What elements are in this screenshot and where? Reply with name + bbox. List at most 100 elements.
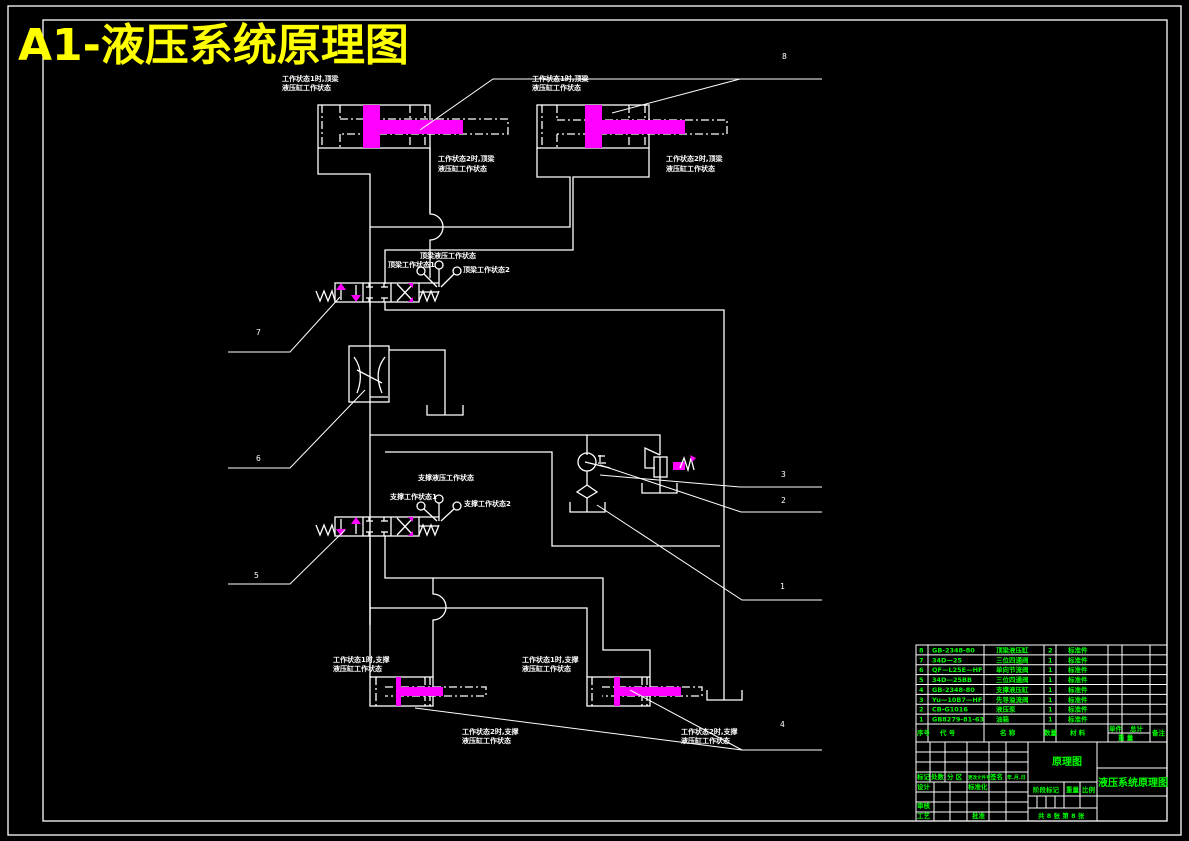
parts-no: 6 xyxy=(919,666,924,674)
annotation: 支撑液压工作状态 xyxy=(417,473,474,482)
callout-8: 8 xyxy=(782,52,787,61)
rev-header: 更改文件号 xyxy=(968,774,991,781)
parts-material: 标准件 xyxy=(1067,655,1088,664)
annotation: 工作状态1时,顶梁 xyxy=(532,74,590,83)
annotation: 液压缸工作状态 xyxy=(282,83,331,92)
header-qty: 数量 xyxy=(1044,728,1058,737)
pipe-return xyxy=(384,302,725,700)
parts-qty: 1 xyxy=(1048,686,1053,694)
annotation: 顶梁液压工作状态 xyxy=(420,251,476,260)
pipe xyxy=(317,148,371,307)
stage-header: 重量 xyxy=(1066,785,1080,794)
callout-1: 1 xyxy=(780,582,785,591)
parts-name: 先导溢流阀 xyxy=(996,695,1029,704)
parts-name: 单向节流阀 xyxy=(996,665,1029,674)
parts-qty: 1 xyxy=(1048,706,1053,714)
annotation: 顶梁工作状态2 xyxy=(463,265,510,274)
parts-code: QF—L25E—HF xyxy=(932,666,982,674)
directional-valve-lower xyxy=(315,494,462,537)
header-no: 序号 xyxy=(916,728,931,737)
annotation: 液压缸工作状态 xyxy=(333,664,382,673)
leader-1 xyxy=(596,504,822,601)
parts-no: 7 xyxy=(919,656,924,664)
rev-header: 分 区 xyxy=(947,772,963,781)
parts-row: 4 GB-2348-80 支撑液压缸 1 标准件 xyxy=(919,685,1088,694)
cylinder-bottom-right xyxy=(586,676,703,707)
callout-3: 3 xyxy=(781,470,786,479)
role-approve: 批准 xyxy=(972,811,986,820)
rev-header: 标记 xyxy=(916,772,931,781)
leader-8 xyxy=(419,78,822,131)
relief-valve xyxy=(641,446,696,494)
leader-3 xyxy=(599,474,822,488)
parts-name: 液压泵 xyxy=(996,705,1016,714)
stage-header: 比例 xyxy=(1082,785,1096,794)
parts-material: 标准件 xyxy=(1067,685,1088,694)
rev-header: 处数 xyxy=(930,772,945,781)
parts-name: 支撑液压缸 xyxy=(995,685,1029,694)
parts-material: 标准件 xyxy=(1067,695,1088,704)
annotation: 顶梁工作状态1 xyxy=(388,260,435,269)
parts-name: 三位四通阀 xyxy=(996,675,1029,684)
annotation: 液压缸工作状态 xyxy=(532,83,581,92)
annotation: 工作状态1时,顶梁 xyxy=(282,74,340,83)
parts-no: 8 xyxy=(919,646,924,654)
project-title: 液压系统原理图 xyxy=(1098,776,1168,789)
callout-4: 4 xyxy=(780,720,785,729)
parts-row: 1 GB8279-81-63 油箱 1 标准件 xyxy=(919,715,1088,724)
parts-code: Yu—10B7—HF xyxy=(931,696,982,704)
parts-qty: 1 xyxy=(1048,696,1053,704)
callout-5: 5 xyxy=(254,571,259,580)
rev-header: 年.月.日 xyxy=(1007,774,1026,781)
pipe-crossover-lower xyxy=(432,578,447,677)
annotation: 液压缸工作状态 xyxy=(522,664,571,673)
filter xyxy=(569,471,606,513)
callout-6: 6 xyxy=(256,454,261,463)
parts-no: 4 xyxy=(919,686,924,694)
leader-7 xyxy=(228,296,341,353)
annotation: 工作状态2时,支撑 xyxy=(462,727,519,736)
outer-frame xyxy=(7,5,1182,836)
parts-material: 标准件 xyxy=(1067,715,1088,724)
directional-valve-upper xyxy=(315,260,462,303)
tank-return xyxy=(706,690,743,701)
annotation: 工作状态2时,顶梁 xyxy=(666,154,724,163)
header-total: 总计 xyxy=(1130,724,1144,733)
header-remark: 备注 xyxy=(1151,728,1166,737)
annotation: 工作状态1时,支撑 xyxy=(522,655,579,664)
tank-throttle xyxy=(426,405,464,416)
parts-material: 标准件 xyxy=(1067,645,1088,654)
parts-qty: 1 xyxy=(1048,676,1053,684)
parts-code: 34D—25 xyxy=(932,656,962,664)
parts-qty: 2 xyxy=(1048,646,1053,654)
cylinder-bottom-left xyxy=(369,676,487,707)
parts-code: 34D—25BB xyxy=(932,676,972,684)
parts-name: 油箱 xyxy=(996,715,1010,724)
annotation: 液压缸工作状态 xyxy=(666,164,715,173)
callout-2: 2 xyxy=(781,496,786,505)
rev-header: 签名 xyxy=(989,772,1003,781)
header-unit: 单件 xyxy=(1109,724,1123,733)
leader-5 xyxy=(228,529,346,585)
parts-code: GB8279-81-63 xyxy=(932,716,984,724)
tank-pump xyxy=(569,502,606,513)
parts-material: 标准件 xyxy=(1067,705,1088,714)
drawing-name: 原理图 xyxy=(1052,756,1082,768)
parts-row: 3 Yu—10B7—HF 先导溢流阀 1 标准件 xyxy=(919,695,1088,704)
role-design: 设计 xyxy=(917,782,931,791)
parts-no: 3 xyxy=(919,696,924,704)
annotation: 液压缸工作状态 xyxy=(462,736,511,745)
role-review: 审核 xyxy=(917,801,931,810)
annotation: 工作状态2时,支撑 xyxy=(681,727,738,736)
parts-no: 1 xyxy=(919,716,924,724)
parts-qty: 1 xyxy=(1048,716,1053,724)
parts-code: GB-2348-80 xyxy=(932,686,975,694)
stage-header: 阶段标记 xyxy=(1033,785,1060,794)
annotation: 液压缸工作状态 xyxy=(681,736,730,745)
inner-frame xyxy=(42,19,1168,822)
header-name: 名 称 xyxy=(1000,728,1016,737)
cylinder-top-right xyxy=(536,104,728,149)
parts-qty: 1 xyxy=(1048,666,1053,674)
